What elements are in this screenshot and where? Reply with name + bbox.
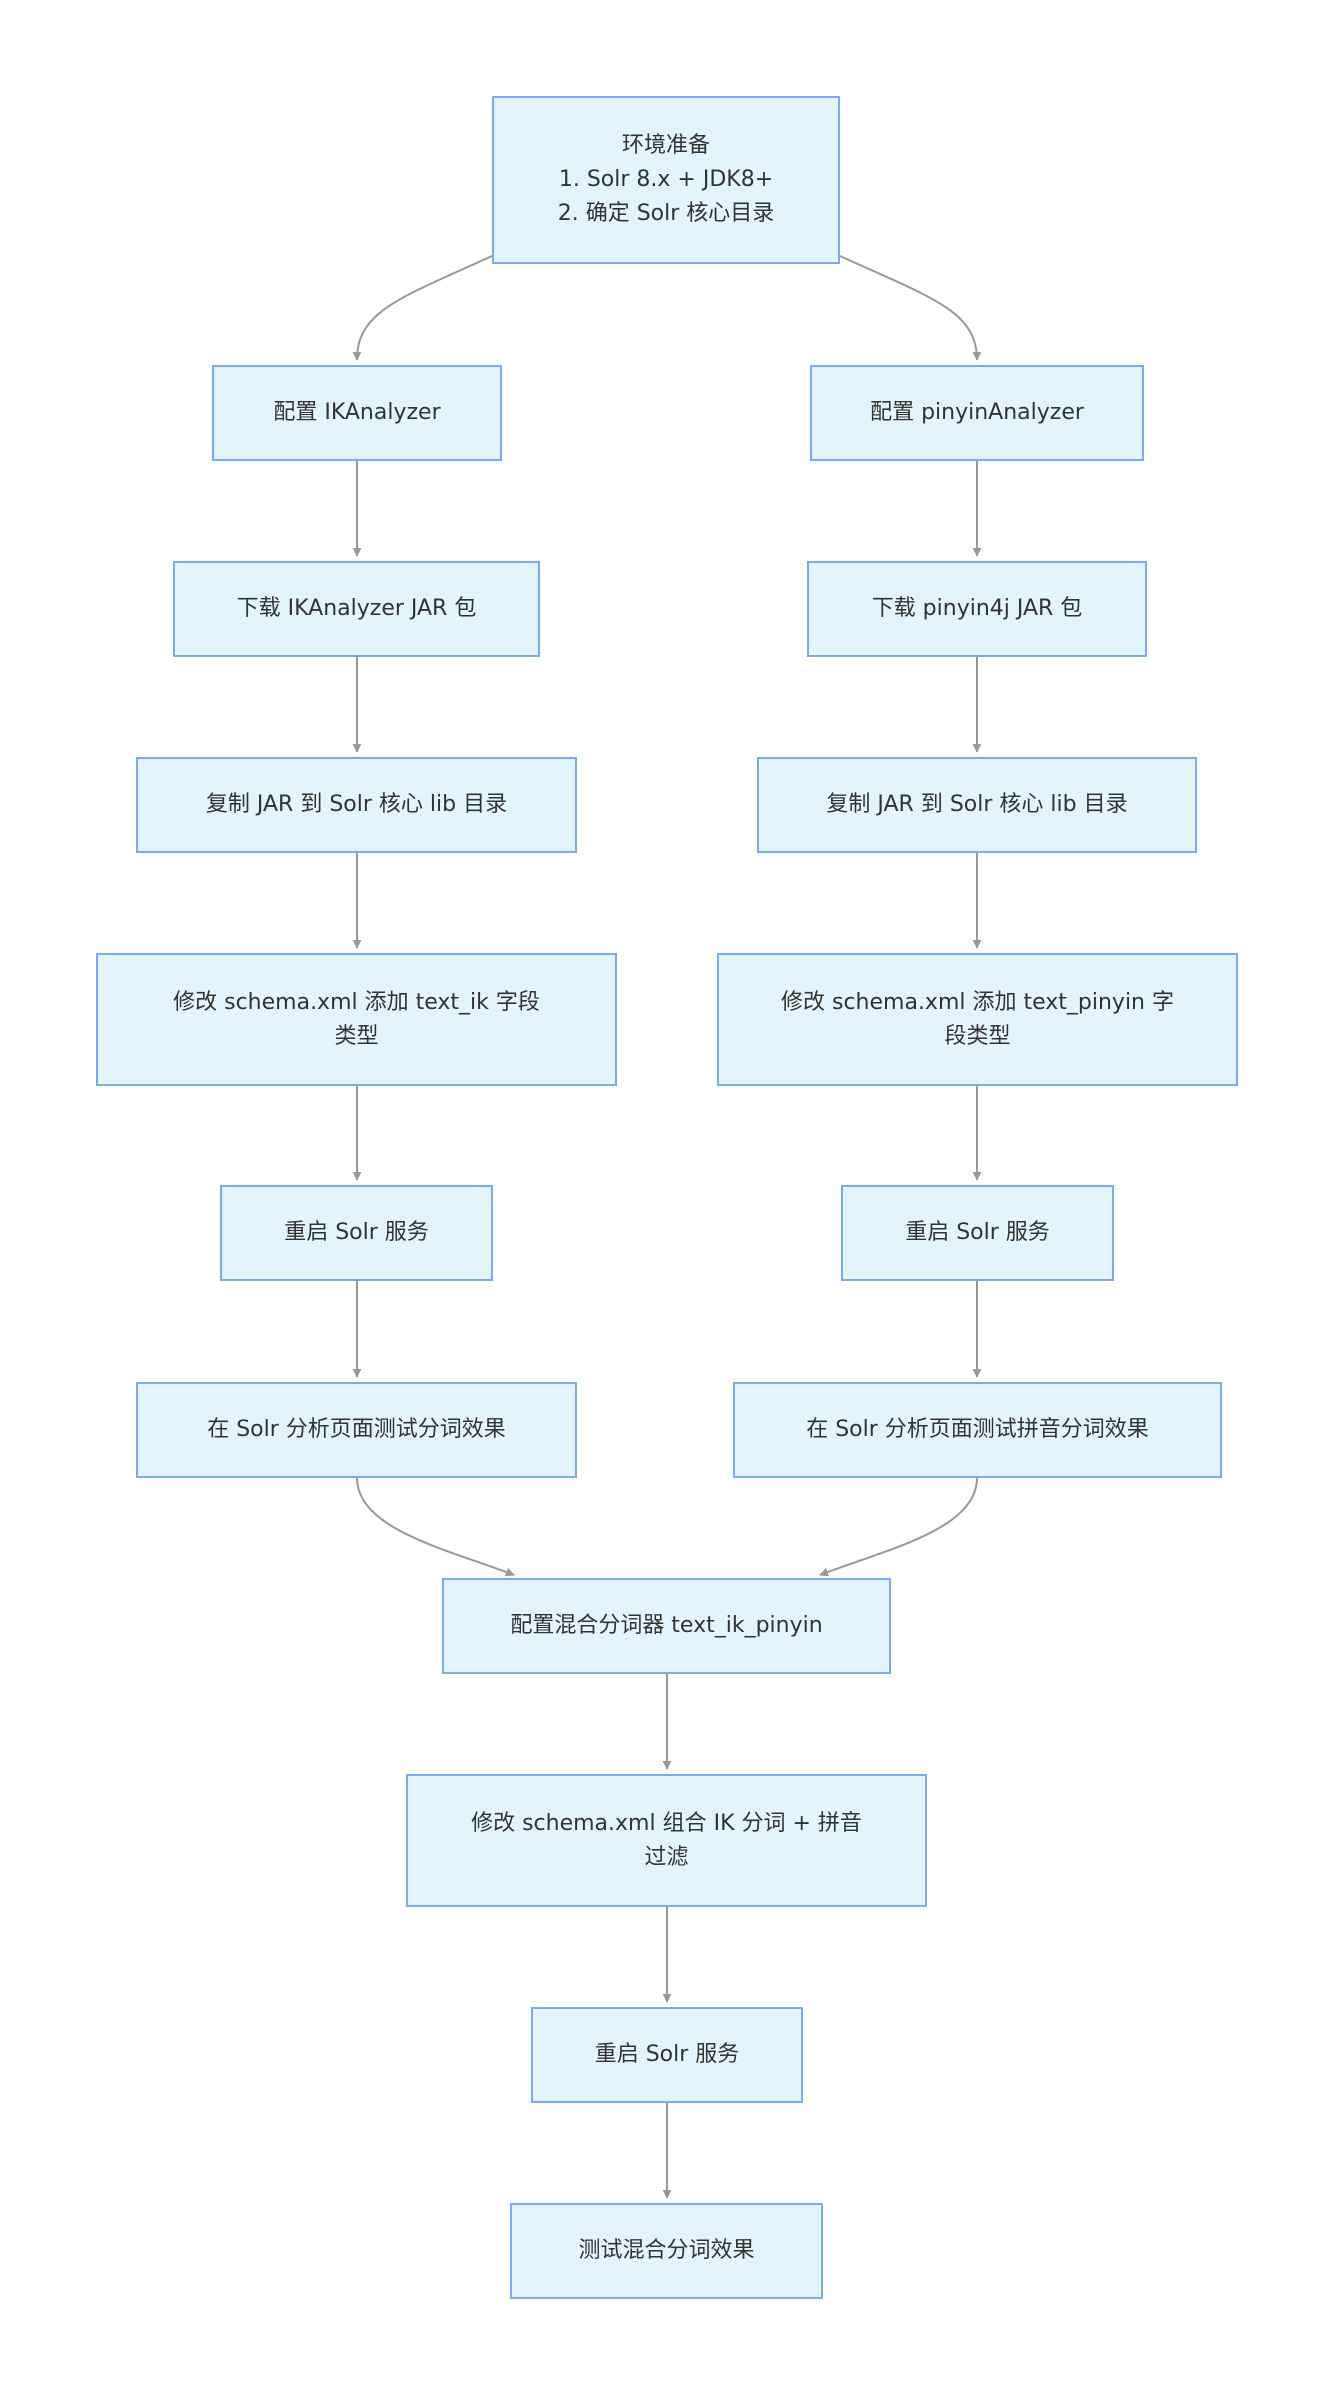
edge-ik-test-to-mix-config bbox=[356, 1477, 515, 1577]
node-pinyin-restart-label: 重启 Solr 服务 bbox=[905, 1220, 1050, 1245]
node-env: 环境准备 1. Solr 8.x + JDK8+ 2. 确定 Solr 核心目录 bbox=[492, 96, 840, 264]
edge-env-to-pinyin-config bbox=[839, 255, 982, 361]
node-ik-download-label: 下载 IKAnalyzer JAR 包 bbox=[236, 596, 477, 621]
node-ik-schema: 修改 schema.xml 添加 text_ik 字段 类型 bbox=[96, 953, 617, 1086]
node-pinyin-test: 在 Solr 分析页面测试拼音分词效果 bbox=[733, 1382, 1222, 1478]
node-ik-test-label: 在 Solr 分析页面测试分词效果 bbox=[207, 1417, 506, 1442]
node-mix-schema: 修改 schema.xml 组合 IK 分词 + 拼音 过滤 bbox=[406, 1774, 927, 1907]
node-ik-config-label: 配置 IKAnalyzer bbox=[273, 400, 441, 425]
node-mix-config: 配置混合分词器 text_ik_pinyin bbox=[442, 1578, 891, 1674]
node-ik-download: 下载 IKAnalyzer JAR 包 bbox=[173, 561, 540, 657]
node-pinyin-config-label: 配置 pinyinAnalyzer bbox=[870, 400, 1084, 425]
node-mix-test: 测试混合分词效果 bbox=[510, 2203, 823, 2299]
node-env-label: 环境准备 1. Solr 8.x + JDK8+ 2. 确定 Solr 核心目录 bbox=[557, 133, 775, 226]
edge-pinyin-test-to-mix-config bbox=[819, 1477, 978, 1577]
node-pinyin-schema: 修改 schema.xml 添加 text_pinyin 字 段类型 bbox=[717, 953, 1238, 1086]
node-ik-copy-jar: 复制 JAR 到 Solr 核心 lib 目录 bbox=[136, 757, 577, 853]
node-ik-config: 配置 IKAnalyzer bbox=[212, 365, 502, 461]
node-mix-restart: 重启 Solr 服务 bbox=[531, 2007, 803, 2103]
node-ik-restart: 重启 Solr 服务 bbox=[220, 1185, 493, 1281]
node-pinyin-restart: 重启 Solr 服务 bbox=[841, 1185, 1114, 1281]
node-pinyin-copy-jar: 复制 JAR 到 Solr 核心 lib 目录 bbox=[757, 757, 1197, 853]
node-pinyin-copy-jar-label: 复制 JAR 到 Solr 核心 lib 目录 bbox=[826, 792, 1128, 817]
node-ik-test: 在 Solr 分析页面测试分词效果 bbox=[136, 1382, 577, 1478]
node-ik-restart-label: 重启 Solr 服务 bbox=[284, 1220, 429, 1245]
node-pinyin-download: 下载 pinyin4j JAR 包 bbox=[807, 561, 1147, 657]
node-mix-config-label: 配置混合分词器 text_ik_pinyin bbox=[510, 1613, 823, 1638]
node-pinyin-config: 配置 pinyinAnalyzer bbox=[810, 365, 1144, 461]
node-mix-schema-label: 修改 schema.xml 组合 IK 分词 + 拼音 过滤 bbox=[471, 1810, 862, 1870]
node-pinyin-download-label: 下载 pinyin4j JAR 包 bbox=[871, 596, 1083, 621]
node-ik-schema-label: 修改 schema.xml 添加 text_ik 字段 类型 bbox=[173, 989, 540, 1049]
node-pinyin-schema-label: 修改 schema.xml 添加 text_pinyin 字 段类型 bbox=[781, 989, 1174, 1049]
node-mix-test-label: 测试混合分词效果 bbox=[578, 2238, 755, 2263]
node-pinyin-test-label: 在 Solr 分析页面测试拼音分词效果 bbox=[806, 1417, 1149, 1442]
node-ik-copy-jar-label: 复制 JAR 到 Solr 核心 lib 目录 bbox=[205, 792, 508, 817]
node-mix-restart-label: 重启 Solr 服务 bbox=[594, 2042, 740, 2067]
edge-env-to-ik-config bbox=[352, 255, 493, 361]
